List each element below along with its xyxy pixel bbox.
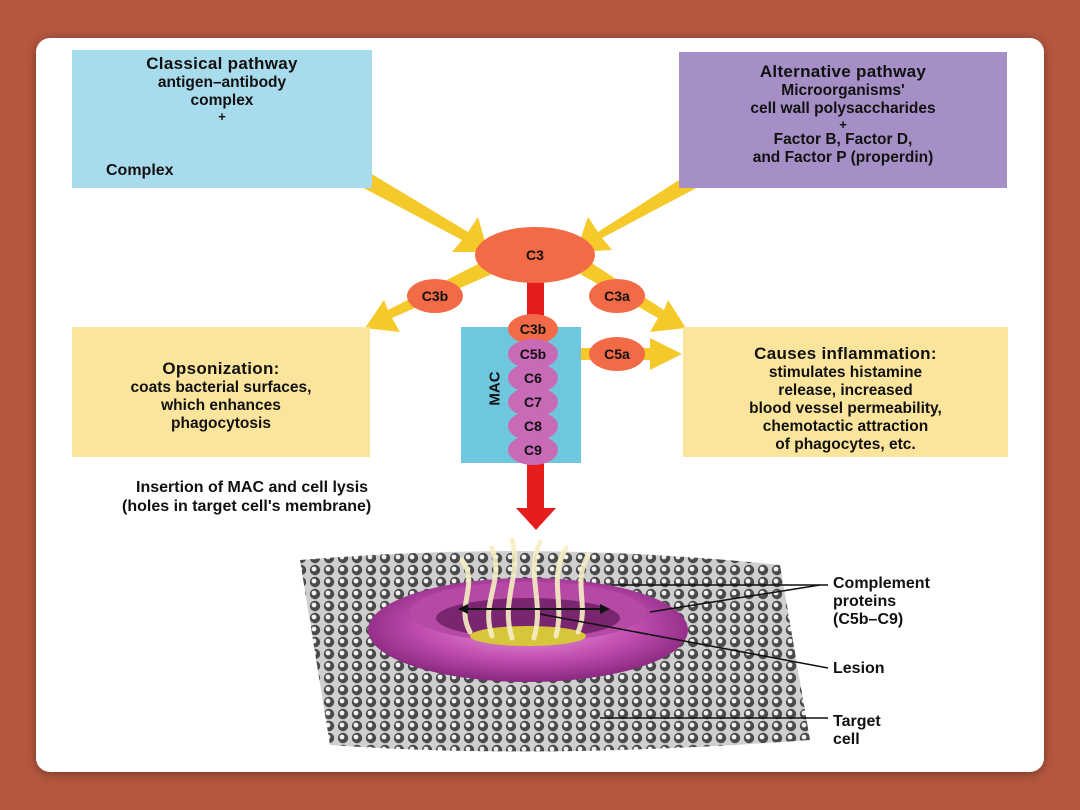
alternative-title: Alternative pathway xyxy=(759,62,927,81)
arrow-classical-to-c3 xyxy=(358,173,488,252)
inflammation-line1: stimulates histamine xyxy=(768,364,923,381)
target-label-line1: Target xyxy=(833,713,881,730)
stack-c8-label: C8 xyxy=(524,418,542,434)
complement-label-line2: proteins xyxy=(833,593,897,610)
alternative-plus: + xyxy=(839,117,847,132)
leader-lines xyxy=(539,584,829,719)
c5a-node xyxy=(589,337,645,371)
insertion-line2: (holes in target cell's membrane) xyxy=(122,498,372,515)
alternative-pathway-box: Alternative pathway Microorganisms' cell… xyxy=(679,52,1007,188)
stack-c7-label: C7 xyxy=(524,394,542,410)
target-cell-membrane xyxy=(300,537,810,752)
mac-stack: C3b C5b C6 C7 C8 C9 xyxy=(508,314,558,465)
opsonization-line2: which enhances xyxy=(161,397,281,414)
stack-c6-label: C6 xyxy=(524,370,542,386)
arrow-alternative-to-c3 xyxy=(576,173,702,252)
c3b-left-label: C3b xyxy=(422,288,448,304)
stack-c8-node xyxy=(508,411,558,441)
inflammation-title: Causes inflammation: xyxy=(754,344,937,363)
alternative-line1: Microorganisms' xyxy=(781,82,905,99)
complement-label-line3: (C5b–C9) xyxy=(833,611,904,628)
classical-title: Classical pathway xyxy=(146,54,298,73)
alternative-line2: cell wall polysaccharides xyxy=(750,100,936,117)
target-label-line2: cell xyxy=(833,731,860,748)
insertion-line1: Insertion of MAC and cell lysis xyxy=(136,479,369,496)
inflammation-box: Causes inflammation: stimulates histamin… xyxy=(683,327,1008,457)
c3-label: C3 xyxy=(526,247,544,263)
inflammation-line3: blood vessel permeability, xyxy=(749,400,942,417)
inflammation-line4: chemotactic attraction xyxy=(762,418,929,435)
inflammation-line2: release, increased xyxy=(778,382,913,399)
classical-complex-label: Complex xyxy=(106,162,174,179)
stack-c9-label: C9 xyxy=(524,442,542,458)
stack-c9-node xyxy=(508,435,558,465)
classical-line1: antigen–antibody xyxy=(157,74,287,91)
cytoplasm-leakage xyxy=(459,537,591,641)
alternative-line3: Factor B, Factor D, xyxy=(773,131,913,148)
classical-plus: + xyxy=(218,109,226,124)
stack-c5b-node xyxy=(508,339,558,369)
stack-c5b-label: C5b xyxy=(520,346,546,362)
stack-c7-node xyxy=(508,387,558,417)
stack-c6-node xyxy=(508,363,558,393)
stack-c3b-node xyxy=(508,314,558,344)
stack-c3b-label: C3b xyxy=(520,321,546,337)
c3a-label: C3a xyxy=(604,288,630,304)
opsonization-line3: phagocytosis xyxy=(171,415,271,432)
classical-pathway-box: Classical pathway antigen–antibody compl… xyxy=(72,50,372,188)
complement-label-line1: Complement xyxy=(833,575,930,592)
opsonization-line1: coats bacterial surfaces, xyxy=(130,379,312,396)
c3b-left-node xyxy=(407,279,463,313)
lesion-label: Lesion xyxy=(833,660,885,677)
inflammation-line5: of phagocytes, etc. xyxy=(775,436,916,453)
c3a-node xyxy=(589,279,645,313)
classical-line2: complex xyxy=(190,92,254,109)
alternative-line4: and Factor P (properdin) xyxy=(752,149,934,166)
c5a-label: C5a xyxy=(604,346,630,362)
opsonization-title: Opsonization: xyxy=(162,359,280,378)
c3-node xyxy=(475,227,595,283)
opsonization-box: Opsonization: coats bacterial surfaces, … xyxy=(72,327,370,457)
